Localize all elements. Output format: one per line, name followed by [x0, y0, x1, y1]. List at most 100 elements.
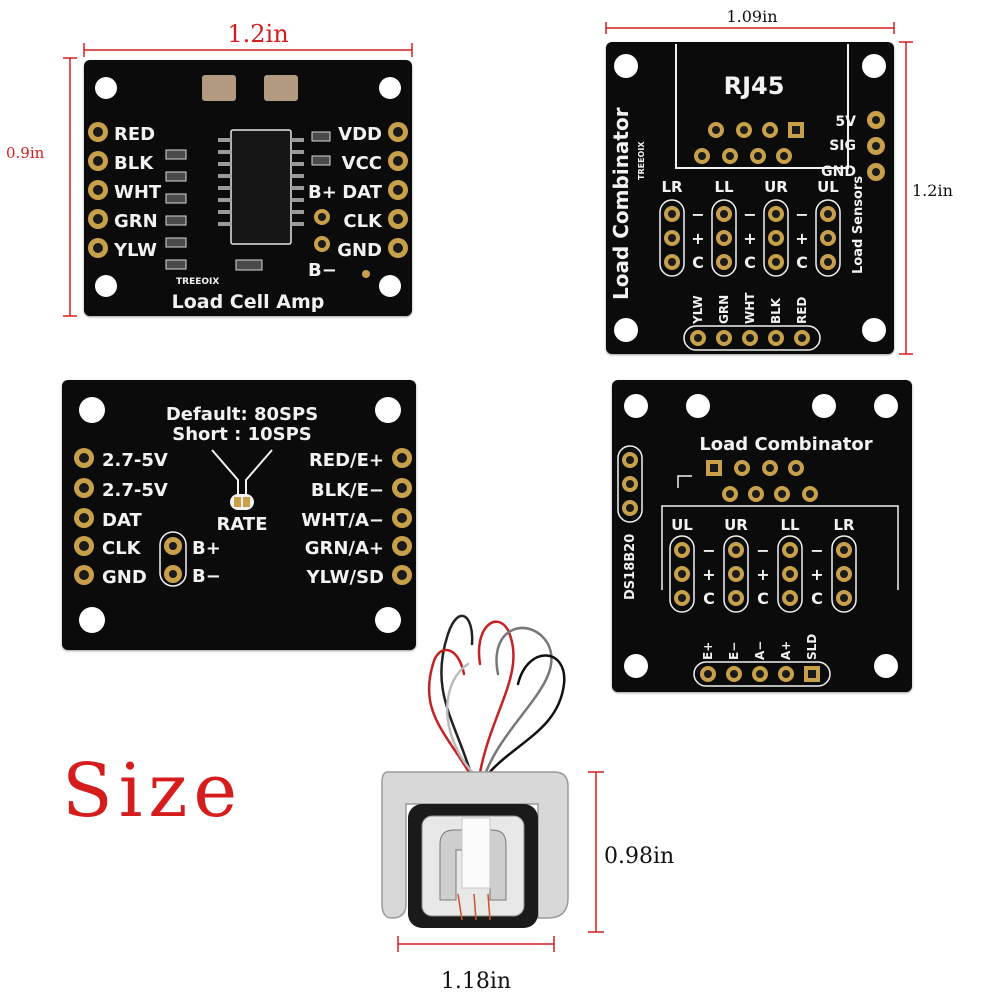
hx711-back-art: Default: 80SPS Short : 10SPS RATE 2.7-5V… [74, 397, 412, 633]
combinator-row-label: C [703, 589, 715, 608]
rj45-bottom-pin-label: GRN [717, 295, 731, 324]
hx711-back-right-label: YLW/SD [306, 567, 384, 588]
mount-hole [379, 275, 401, 297]
hx711-right-pin-label: GND [337, 240, 382, 261]
rate-default-label: Default: 80SPS [166, 404, 318, 425]
rj45-side-title: Load Combinator [609, 107, 633, 300]
combinator-group-label: UL [671, 516, 693, 534]
hx711-back-left-label: CLK [102, 538, 142, 559]
rj45-row-label: C [796, 253, 808, 272]
hx711-chip [230, 129, 292, 245]
capacitor [264, 75, 298, 101]
combinator-row-label: + [756, 565, 769, 584]
rate-label: RATE [217, 514, 268, 535]
hx711-left-pin-label: GRN [114, 211, 158, 232]
rj45-sig-label: GND [821, 164, 856, 180]
hx711-back-left-label: 2.7-5V [102, 450, 168, 471]
hx711-brand-label: TREEOIX [176, 277, 219, 287]
ds18b20-label: DS18B20 [623, 534, 638, 600]
rj45-row-label: + [795, 229, 808, 248]
combinator-group-column [831, 535, 857, 613]
gauge-traces [457, 893, 491, 921]
hx711-back-right-label: BLK/E− [311, 480, 384, 501]
rj45-width-label: 1.09in [726, 7, 777, 26]
rj45-brand: TREEOIX [637, 141, 646, 180]
combinator-back-board: Load Combinator DS18B20 UL UR LL LR [612, 380, 912, 692]
hx711-right-pin-label: CLK [343, 211, 383, 232]
rj45-row-label: C [744, 253, 756, 272]
hx711-bplus-label: B+ [308, 182, 337, 203]
hx711-width-label: 1.2in [227, 20, 288, 48]
combinator-back-art: Load Combinator DS18B20 UL UR LL LR [617, 394, 899, 687]
combinator-back-title: Load Combinator [699, 434, 872, 455]
rj45-row-label: − [691, 205, 704, 224]
hx711-left-pin-label: BLK [114, 153, 154, 174]
rj45-group-column [815, 199, 841, 277]
hx711-left-pin-label: RED [114, 124, 155, 145]
hx711-back-bminus-label: B− [192, 566, 221, 587]
rj45-bottom-pin-label: RED [795, 297, 809, 324]
hx711-name-label: Load Cell Amp [172, 291, 325, 313]
combinator-bottom-pin-label: A+ [779, 641, 793, 660]
strain-gauge [461, 817, 491, 889]
hx711-back-right-label: RED/E+ [309, 450, 384, 471]
combinator-bottom-pin-label: A− [753, 641, 767, 660]
hx711-height-label: 0.9in [6, 144, 45, 162]
cell-height-label: 0.98in [604, 844, 674, 869]
hx711-front-art: RED BLK WHT GRN YLW VDD VCC DAT CLK GND … [88, 75, 408, 313]
rate-short-label: Short : 10SPS [172, 424, 312, 445]
mount-hole [95, 275, 117, 297]
rj45-load-sensors-label: Load Sensors [851, 176, 866, 274]
capacitor [202, 75, 236, 101]
hx711-right-pin-label: VCC [342, 153, 382, 174]
hx711-bminus-label: B− [308, 260, 337, 281]
combinator-group-column [777, 535, 803, 613]
rj45-outline [675, 44, 849, 169]
rj45-group-label: LL [714, 178, 734, 196]
rj45-group-label: UR [764, 178, 788, 196]
combinator-row-label: C [811, 589, 823, 608]
hx711-back-left-label: GND [102, 567, 147, 588]
mount-hole [95, 77, 117, 99]
hx711-left-pin-label: WHT [114, 182, 162, 203]
cell-width-label: 1.18in [441, 969, 511, 994]
combinator-row-label: − [756, 541, 769, 560]
combinator-group-column [669, 535, 695, 613]
load-cell-sensor [381, 614, 569, 928]
combinator-row-label: − [702, 541, 715, 560]
hx711-front-board: RED BLK WHT GRN YLW VDD VCC DAT CLK GND … [84, 60, 412, 316]
combinator-group-column [723, 535, 749, 613]
rate-jumper [230, 494, 254, 510]
hx711-back-bplus-label: B+ [192, 538, 221, 559]
combinator-outline [661, 475, 899, 590]
rj45-group-column [763, 199, 789, 277]
combinator-row-label: − [810, 541, 823, 560]
rj45-bottom-pin-label: WHT [743, 292, 757, 324]
rj45-group-label: UL [817, 178, 839, 196]
rj45-combinator-board: RJ45 Load Combinator TREEOIX 5V SIG GND … [606, 42, 894, 354]
rj45-sig-label: SIG [829, 138, 856, 154]
hx711-back-right-label: GRN/A+ [305, 538, 384, 559]
combinator-row-label: + [810, 565, 823, 584]
rj45-sig-label: 5V [835, 114, 856, 130]
hx711-left-pin-label: YLW [113, 240, 157, 261]
hx711-right-pin-label: VDD [338, 124, 382, 145]
rj45-group-label: LR [661, 178, 683, 196]
combinator-group-label: LR [833, 516, 855, 534]
combinator-bottom-pin-label: E− [727, 642, 741, 660]
hx711-back-right-label: WHT/A− [301, 510, 384, 531]
rj45-group-column [711, 199, 737, 277]
rj45-bottom-pin-label: BLK [769, 297, 783, 324]
rj45-row-label: − [795, 205, 808, 224]
mount-hole [379, 77, 401, 99]
combinator-bottom-pin-label: E+ [701, 642, 715, 660]
combinator-row-label: + [702, 565, 715, 584]
rj45-row-label: − [743, 205, 756, 224]
hx711-back-board: Default: 80SPS Short : 10SPS RATE 2.7-5V… [62, 380, 416, 650]
hx711-back-left-label: 2.7-5V [102, 480, 168, 501]
rj45-row-label: + [743, 229, 756, 248]
rj45-bottom-pin-label: YLW [691, 295, 705, 325]
load-cell-wires [427, 614, 566, 786]
combinator-group-label: UR [724, 516, 748, 534]
